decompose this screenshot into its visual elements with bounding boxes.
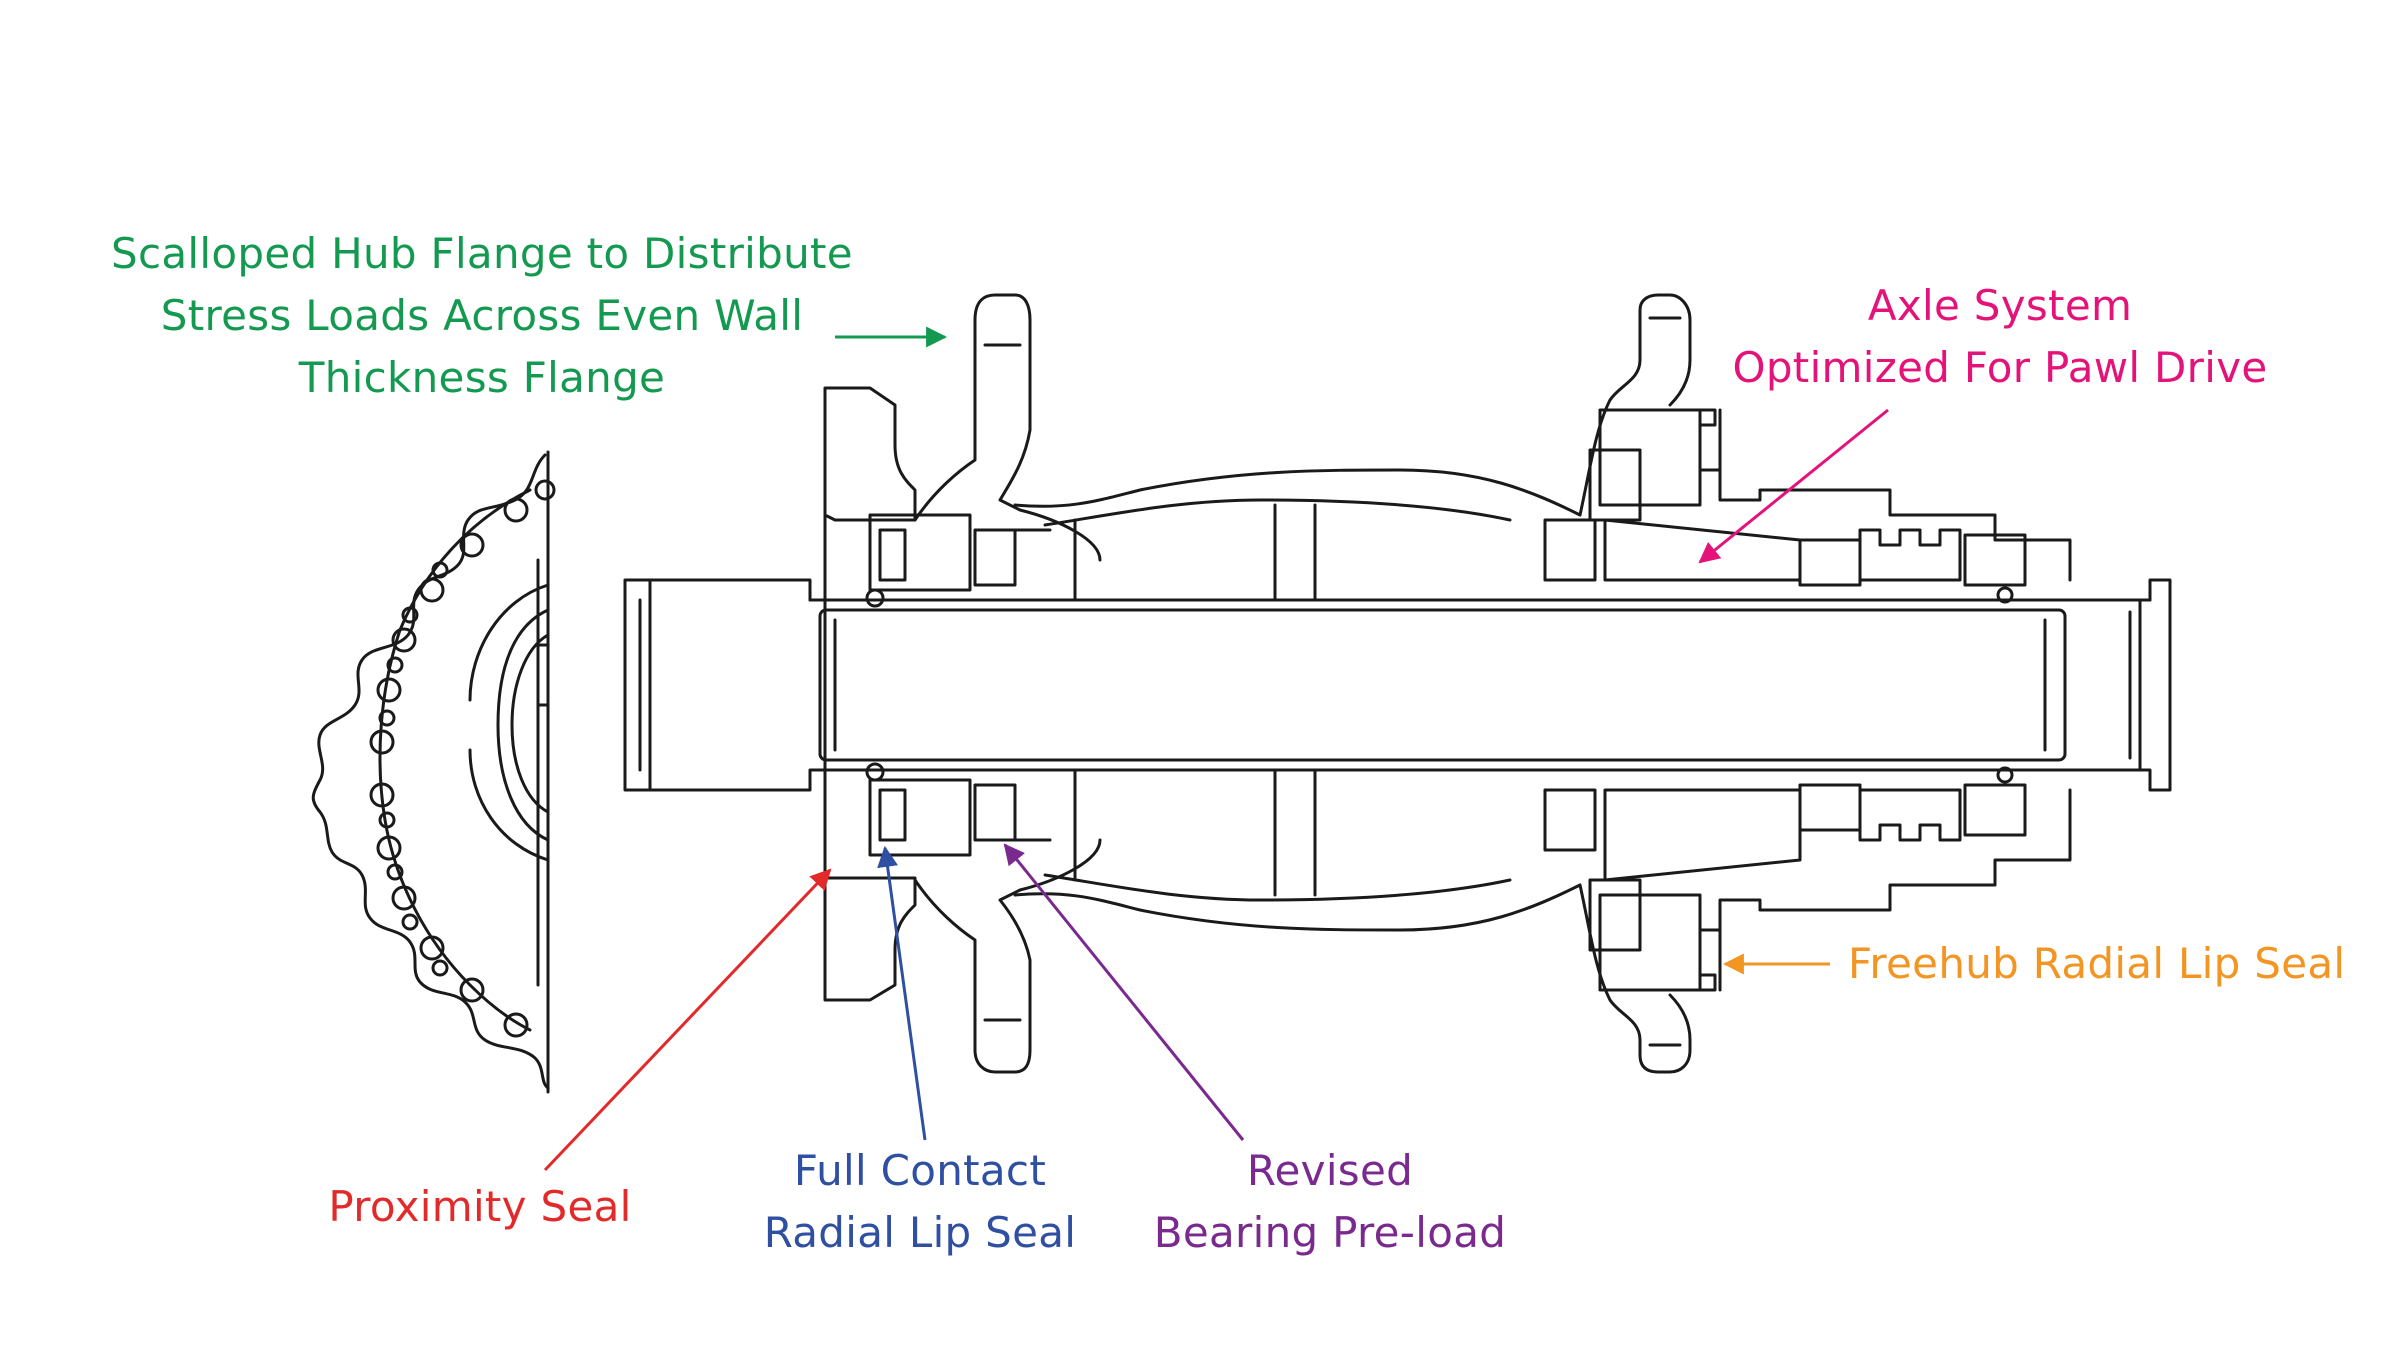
full-contact-arrow bbox=[877, 845, 927, 1141]
flange-annotation: Scalloped Hub Flange to Distribute Stres… bbox=[62, 223, 902, 409]
hub-drawing bbox=[311, 293, 2172, 1094]
left-end-cap bbox=[823, 386, 917, 1002]
axle-arrow bbox=[1698, 408, 1889, 564]
axle-annotation-line-1: Axle System bbox=[1867, 281, 2133, 330]
proximity-arrow bbox=[543, 868, 832, 1172]
flange-annotation-line-2: Stress Loads Across Even Wall bbox=[160, 291, 804, 340]
right-spoke-flange bbox=[1578, 293, 1692, 1074]
hub-shell bbox=[1013, 468, 1582, 932]
full-contact-annotation-line-1: Full Contact bbox=[793, 1146, 1047, 1195]
annotation-arrows bbox=[543, 326, 1889, 1172]
axle-annotation: Axle System Optimized For Pawl Drive bbox=[1700, 275, 2300, 399]
freehub-annotation-line-1: Freehub Radial Lip Seal bbox=[1848, 939, 2346, 988]
bearing-annotation: Revised Bearing Pre-load bbox=[1130, 1140, 1530, 1264]
bearing-arrow bbox=[1003, 843, 1245, 1141]
bearing-annotation-line-2: Bearing Pre-load bbox=[1153, 1208, 1507, 1257]
left-spoke-flange bbox=[913, 293, 1102, 1074]
axle-annotation-line-2: Optimized For Pawl Drive bbox=[1732, 343, 2268, 392]
freehub-annotation: Freehub Radial Lip Seal bbox=[1848, 933, 2345, 995]
bearing-annotation-line-1: Revised bbox=[1246, 1146, 1414, 1195]
freehub-body bbox=[1543, 408, 2072, 992]
full-contact-annotation: Full Contact Radial Lip Seal bbox=[740, 1140, 1100, 1264]
proximity-annotation: Proximity Seal bbox=[300, 1176, 660, 1238]
flange-annotation-line-1: Scalloped Hub Flange to Distribute bbox=[111, 229, 853, 278]
left-bearing bbox=[865, 513, 1052, 857]
full-contact-annotation-line-2: Radial Lip Seal bbox=[763, 1208, 1077, 1257]
axle bbox=[623, 578, 2172, 792]
cassette-rotor bbox=[311, 450, 556, 1094]
proximity-annotation-line-1: Proximity Seal bbox=[328, 1182, 632, 1231]
flange-annotation-line-3: Thickness Flange bbox=[298, 353, 666, 402]
